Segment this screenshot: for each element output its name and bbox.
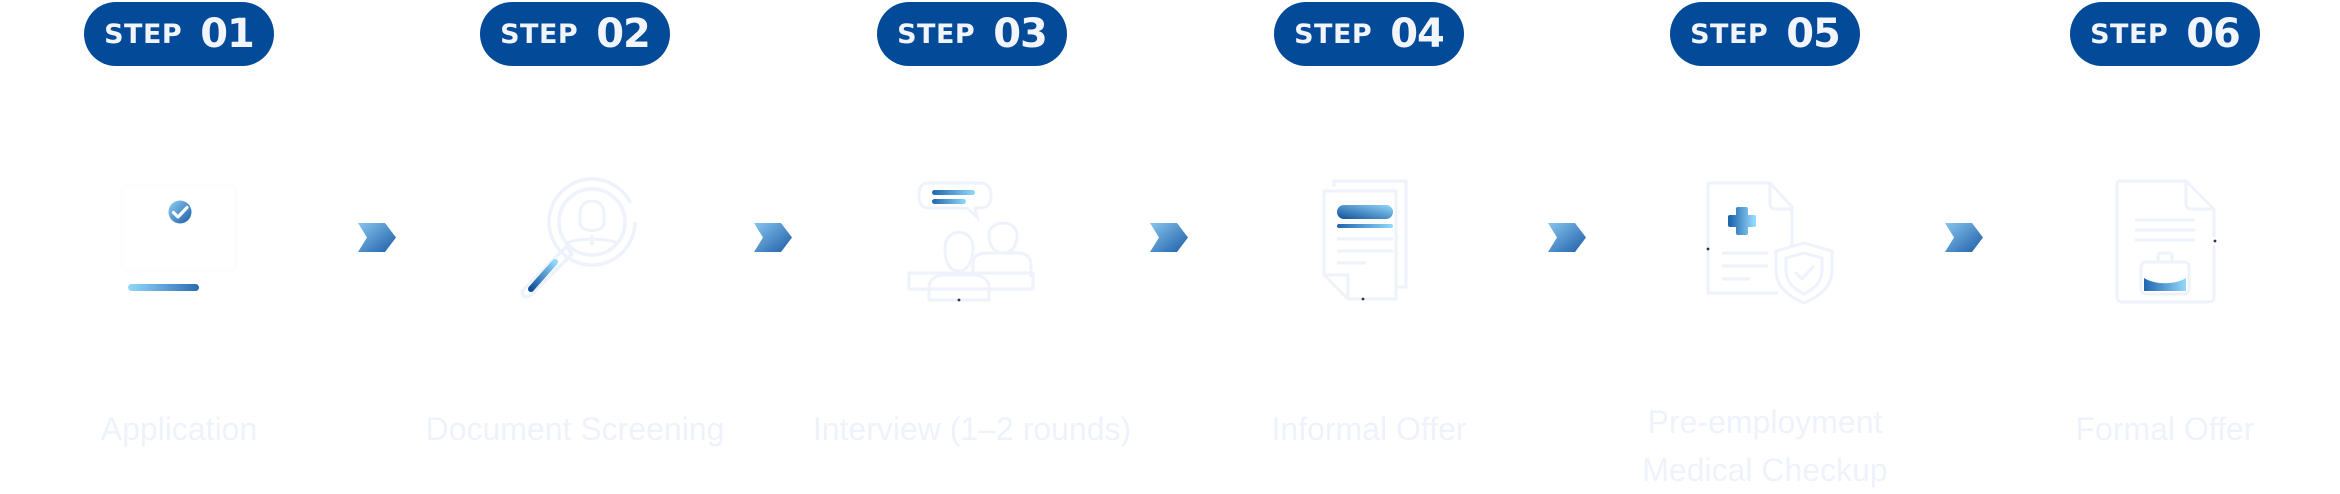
step-word: STEP: [2090, 18, 2169, 50]
step-badge: STEP 06: [2070, 2, 2260, 66]
chevron-right-icon: [754, 223, 792, 252]
step-number: 06: [2186, 11, 2241, 57]
step-label-line: Formal Offer: [2075, 411, 2255, 447]
chevron-right-icon: [358, 223, 396, 252]
step-badge: STEP 05: [1670, 2, 1860, 66]
step-label: Application: [0, 405, 359, 453]
chevron-right-icon: [1548, 223, 1586, 252]
step-number: 05: [1786, 11, 1841, 57]
step-number: 03: [993, 11, 1048, 57]
offer-briefcase-icon: [2100, 175, 2230, 305]
step-word: STEP: [104, 18, 183, 50]
documents-icon: [1304, 175, 1434, 305]
computer-check-icon: [114, 175, 244, 305]
step-label-line: Medical Checkup: [1642, 452, 1888, 488]
step-label-line: Application: [100, 411, 258, 447]
step-badge: STEP 02: [480, 2, 670, 66]
interview-chat-icon: [907, 175, 1037, 305]
step-number: 02: [596, 11, 651, 57]
magnifier-person-icon: [510, 175, 640, 305]
step-word: STEP: [500, 18, 579, 50]
step-label-line: Document Screening: [425, 411, 725, 447]
chevron-right-icon: [1150, 223, 1188, 252]
step-5: STEP 05 Pre-employment Medical Checkup: [1585, 0, 1945, 492]
step-label-line: Informal Offer: [1271, 411, 1467, 447]
step-word: STEP: [1690, 18, 1769, 50]
step-4: STEP 04 Informal Offer: [1189, 0, 1549, 492]
step-2: STEP 02 Document Screening: [395, 0, 755, 492]
step-badge: STEP 03: [877, 2, 1067, 66]
step-label: Document Screening: [395, 405, 755, 453]
step-badge: STEP 04: [1274, 2, 1464, 66]
step-label: Formal Offer: [1985, 405, 2340, 453]
step-badge: STEP 01: [84, 2, 274, 66]
step-label: Interview (1–2 rounds): [792, 405, 1152, 453]
step-label-line: Pre-employment: [1647, 404, 1883, 440]
step-label: Informal Offer: [1189, 405, 1549, 453]
step-6: STEP 06 Formal Offer: [1985, 0, 2340, 492]
step-label-line: Interview (1–2 rounds): [812, 411, 1132, 447]
step-word: STEP: [1294, 18, 1373, 50]
step-3: STEP 03 Interview (1–2 rounds): [792, 0, 1152, 492]
step-label: Pre-employment Medical Checkup: [1585, 398, 1945, 494]
step-number: 04: [1390, 11, 1445, 57]
medical-shield-icon: [1700, 175, 1834, 305]
step-word: STEP: [897, 18, 976, 50]
step-1: STEP 01 Application: [0, 0, 359, 492]
chevron-right-icon: [1945, 223, 1983, 252]
step-number: 01: [200, 11, 255, 57]
